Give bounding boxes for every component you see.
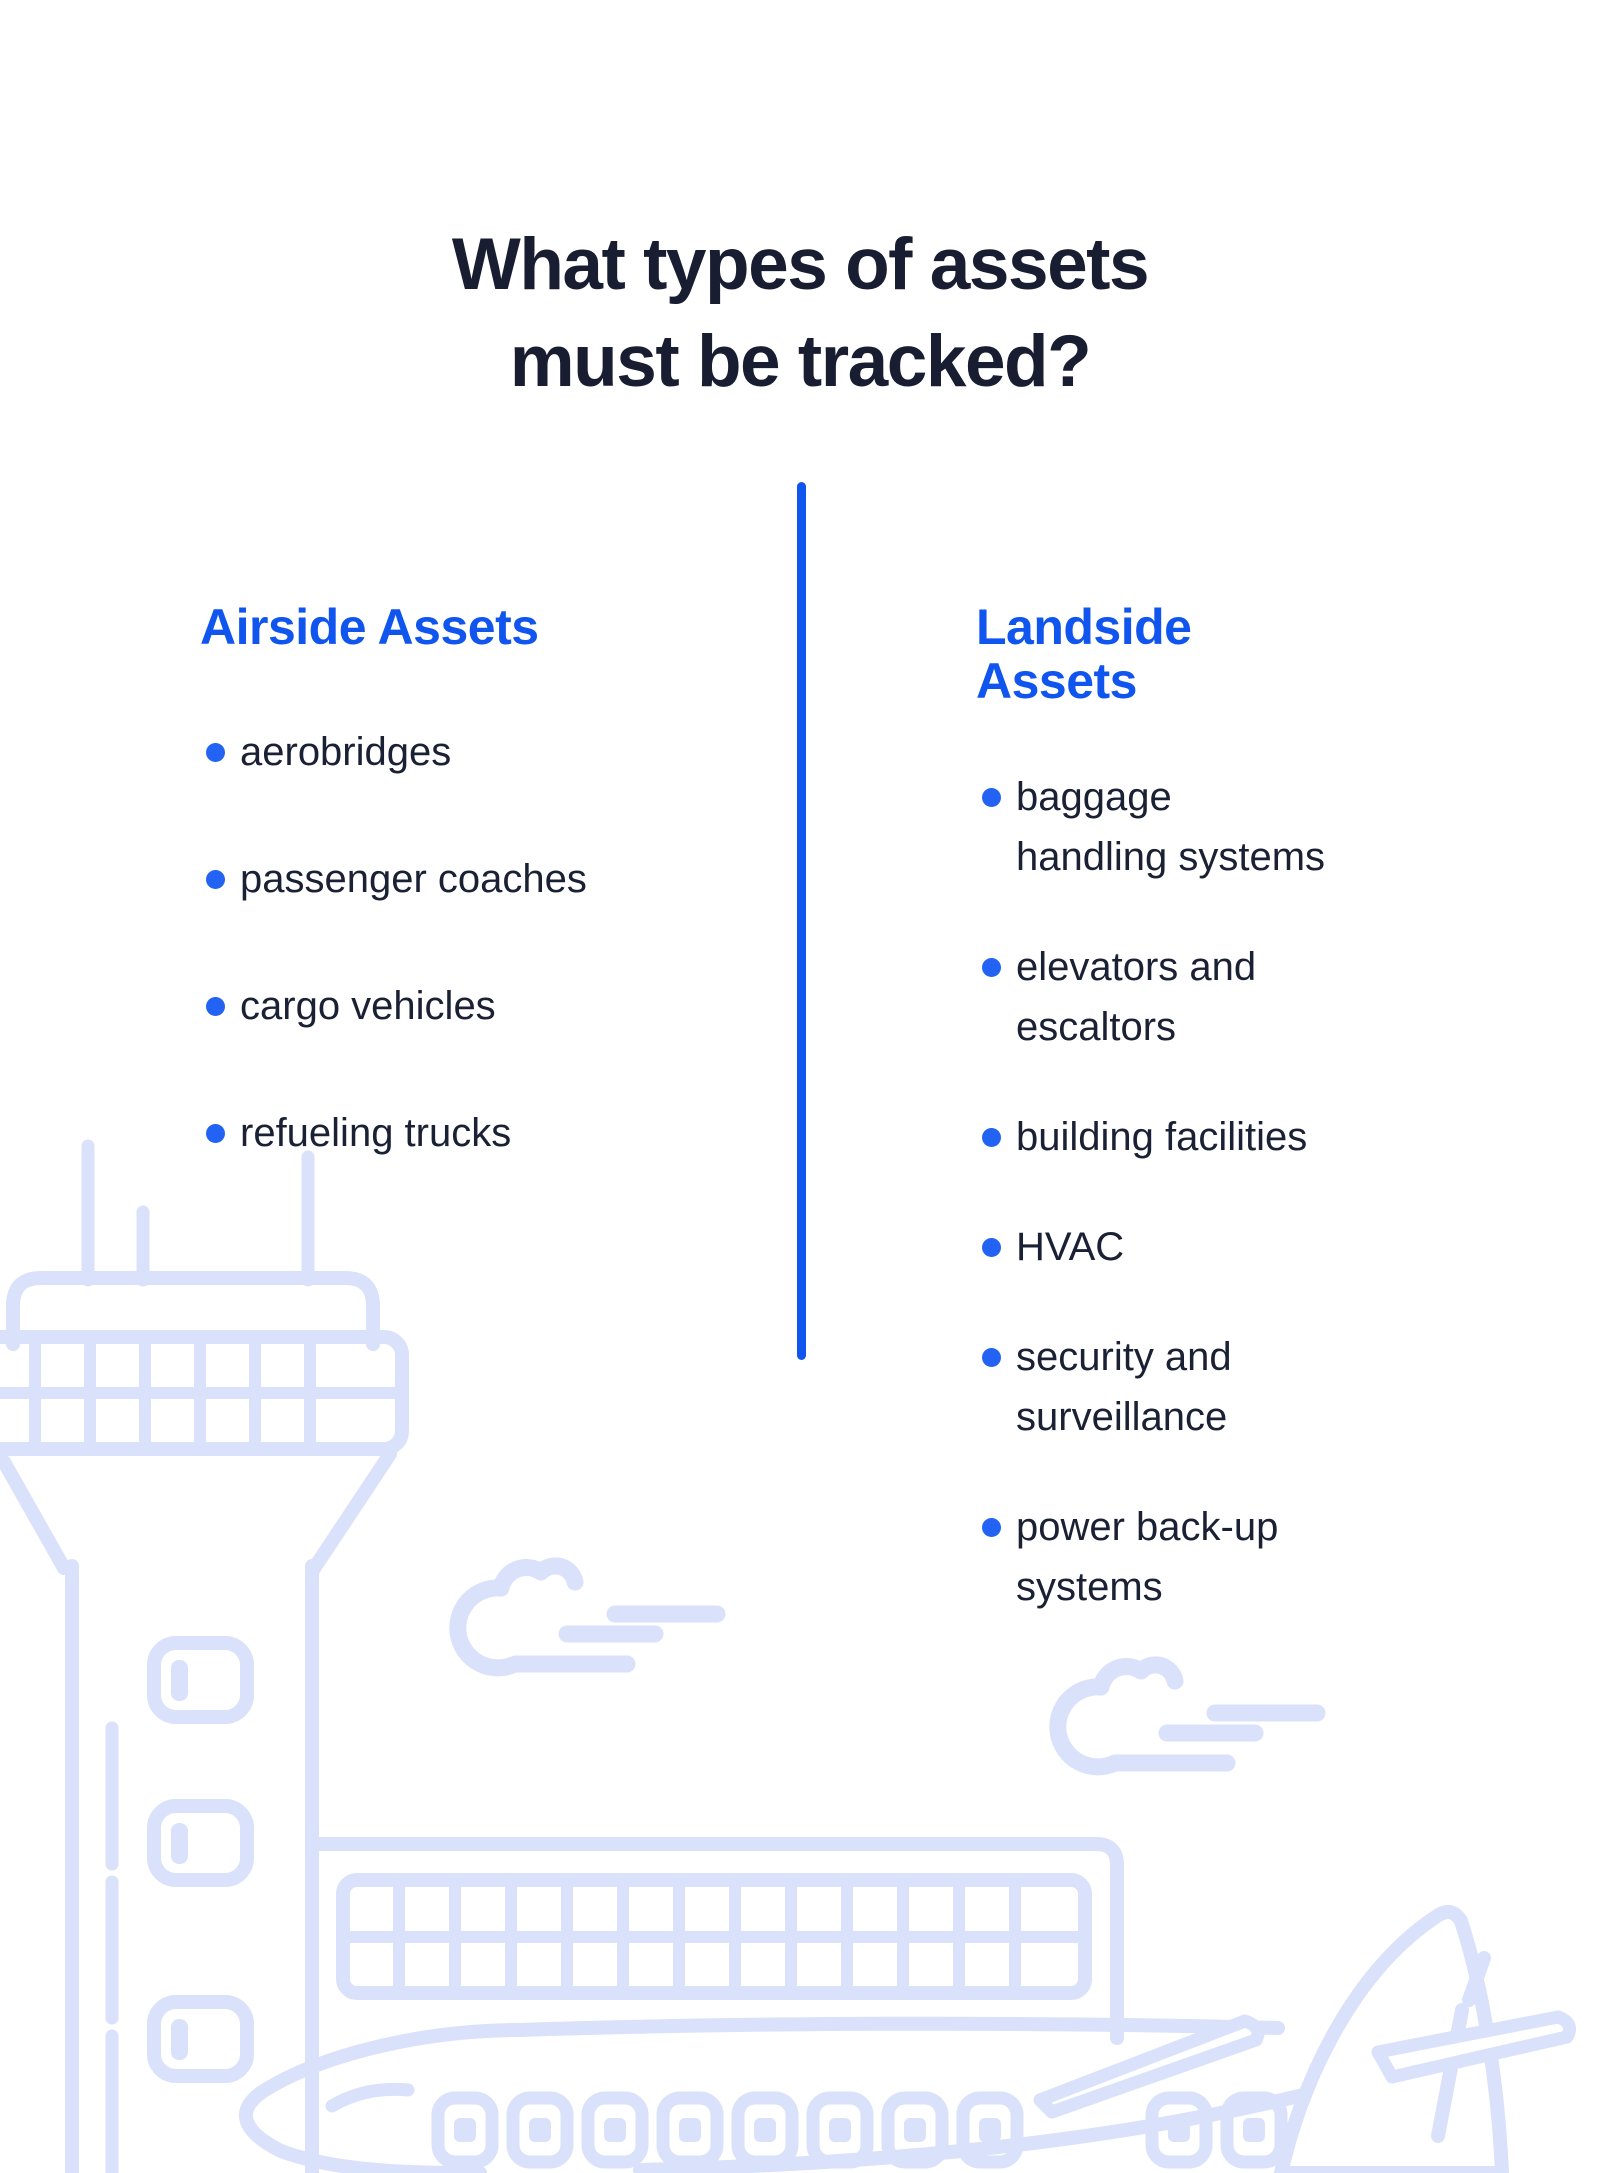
- list-item-label: security and surveillance: [1016, 1335, 1232, 1439]
- list-item: security and surveillance: [976, 1327, 1328, 1447]
- landside-column: Landside Assets baggage handling systems…: [976, 600, 1356, 1617]
- list-item-label: power back-up systems: [1016, 1505, 1279, 1609]
- landside-heading: Landside Assets: [976, 599, 1192, 709]
- list-item: building facilities: [976, 1107, 1328, 1167]
- terminal-building-icon: [309, 1837, 1124, 2045]
- landside-list: baggage handling systems elevators and e…: [976, 767, 1356, 1617]
- list-item: elevators and escaltors: [976, 937, 1328, 1057]
- cloud-icon: [1049, 1656, 1326, 1776]
- list-item-label: aerobridges: [240, 730, 452, 774]
- tower-window-icon: [147, 1995, 254, 2083]
- bullet-dot-icon: [982, 1348, 1001, 1367]
- bullet-dot-icon: [982, 1238, 1001, 1257]
- bullet-dot-icon: [982, 788, 1001, 807]
- page-title: What types of assets must be tracked?: [0, 216, 1600, 410]
- column-divider: [797, 482, 806, 1360]
- bullet-dot-icon: [982, 1128, 1001, 1147]
- list-item: power back-up systems: [976, 1497, 1328, 1617]
- bullet-dot-icon: [206, 870, 225, 889]
- airside-heading: Airside Assets: [200, 599, 539, 655]
- list-item-label: HVAC: [1016, 1225, 1125, 1269]
- airport-illustration: [0, 1139, 1576, 2173]
- list-item-label: baggage handling systems: [1016, 775, 1326, 879]
- control-tower-icon: [0, 1139, 409, 2173]
- list-item-label: elevators and escaltors: [1016, 945, 1257, 1049]
- bullet-dot-icon: [206, 997, 225, 1016]
- list-item: refueling trucks: [200, 1103, 680, 1163]
- list-item-label: cargo vehicles: [240, 984, 496, 1028]
- bullet-dot-icon: [982, 1518, 1001, 1537]
- list-item: cargo vehicles: [200, 976, 680, 1036]
- cabin-window-icon: [431, 2091, 1288, 2169]
- list-item: HVAC: [976, 1217, 1328, 1277]
- cloud-icon: [449, 1557, 726, 1677]
- tower-window-icon: [147, 1636, 254, 1724]
- bullet-dot-icon: [206, 1124, 225, 1143]
- airside-list: aerobridges passenger coaches cargo vehi…: [200, 722, 700, 1163]
- list-item-label: building facilities: [1016, 1115, 1308, 1159]
- bullet-dot-icon: [206, 743, 225, 762]
- airplane-icon: [239, 1905, 1576, 2173]
- list-item: aerobridges: [200, 722, 680, 782]
- list-item-label: refueling trucks: [240, 1111, 512, 1155]
- list-item: passenger coaches: [200, 849, 680, 909]
- page-title-line2: must be tracked?: [509, 321, 1092, 402]
- list-item: baggage handling systems: [976, 767, 1328, 887]
- page-title-line1: What types of assets: [451, 224, 1150, 305]
- tower-window-icon: [147, 1799, 254, 1887]
- airside-column: Airside Assets aerobridges passenger coa…: [200, 600, 700, 1163]
- list-item-label: passenger coaches: [240, 857, 587, 901]
- bullet-dot-icon: [982, 958, 1001, 977]
